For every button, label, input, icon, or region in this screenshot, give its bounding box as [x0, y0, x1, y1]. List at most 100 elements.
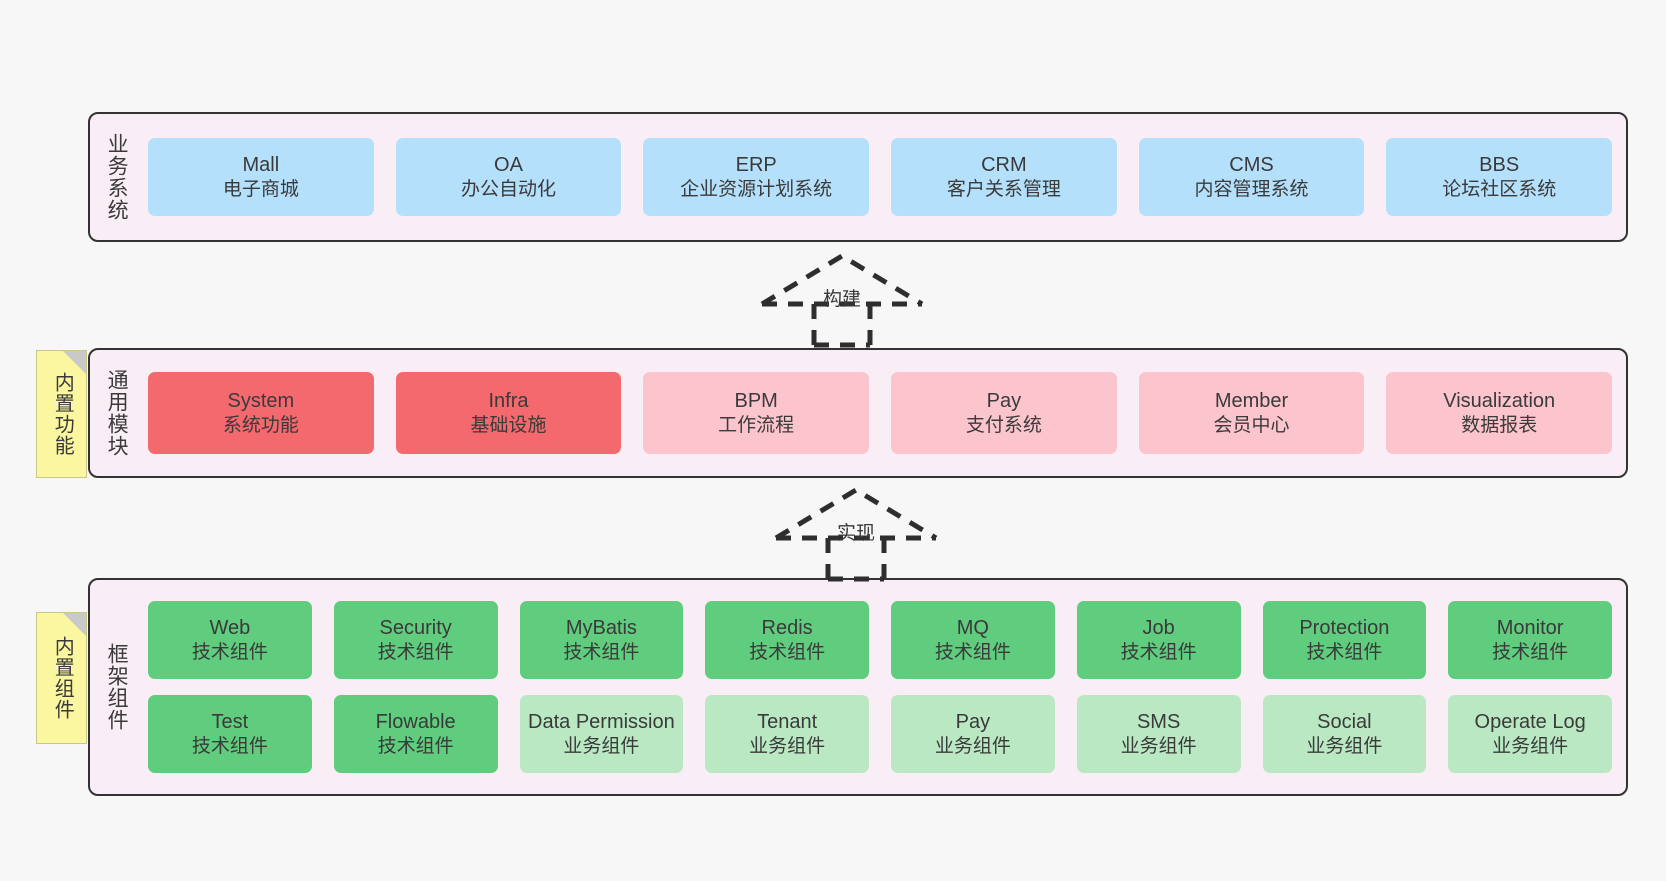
card-title-cn: 技术组件 [563, 641, 640, 663]
card-title-en: Web [209, 617, 251, 640]
card-title-en: Social [1317, 711, 1372, 734]
card-title-en: MQ [956, 617, 989, 640]
note-builtin-functions-label: 内置功能 [51, 372, 74, 456]
layer-framework-components-title: 框架组件 [105, 643, 129, 731]
card-title-cn: 工作流程 [718, 414, 795, 436]
card-title-en: Infra [488, 390, 529, 413]
card-title-cn: 论坛社区系统 [1442, 178, 1557, 200]
card-title-cn: 业务组件 [563, 735, 640, 757]
card-title-en: BPM [734, 390, 778, 413]
card-title-cn: 会员中心 [1213, 414, 1290, 436]
card-title-cn: 技术组件 [1120, 641, 1197, 663]
card-title-en: Operate Log [1474, 711, 1586, 734]
card-title-cn: 技术组件 [1492, 641, 1569, 663]
card-title-cn: 技术组件 [377, 735, 454, 757]
layer-business-system-title: 业务系统 [105, 133, 129, 221]
card-title-en: Job [1142, 617, 1175, 640]
card-title-cn: 技术组件 [377, 641, 454, 663]
card-title-cn: 业务组件 [1492, 735, 1569, 757]
card-title-cn: 业务组件 [749, 735, 826, 757]
card-title-cn: 业务组件 [1306, 735, 1383, 757]
note-builtin-functions: 内置功能 [36, 350, 87, 478]
card-title-en: CRM [981, 154, 1027, 177]
card-title-cn: 技术组件 [749, 641, 826, 663]
card-title-en: Flowable [375, 711, 456, 734]
card-title-cn: 企业资源计划系统 [680, 178, 833, 200]
connector-build: 构建 [752, 248, 932, 348]
card-title-cn: 技术组件 [934, 641, 1011, 663]
card-title-en: Redis [761, 617, 813, 640]
card-title-cn: 技术组件 [1306, 641, 1383, 663]
card-title-cn: 电子商城 [222, 178, 299, 200]
layer-common-modules-title: 通用模块 [105, 369, 129, 457]
connector-build-label: 构建 [823, 289, 862, 310]
card-title-cn: 业务组件 [1120, 735, 1197, 757]
card-title-cn: 技术组件 [191, 641, 268, 663]
card-title-cn: 业务组件 [934, 735, 1011, 757]
card-title-en: Member [1214, 390, 1289, 413]
card-title-en: Data Permission [528, 711, 675, 734]
card-title-cn: 系统功能 [222, 414, 299, 436]
card-title-cn: 数据报表 [1461, 414, 1538, 436]
card-title-en: Pay [955, 711, 991, 734]
card-title-en: OA [494, 154, 523, 177]
card-title-cn: 内容管理系统 [1194, 178, 1309, 200]
connector-implement: 实现 [766, 482, 946, 582]
card-title-en: Security [379, 617, 452, 640]
card-title-cn: 办公自动化 [461, 178, 557, 200]
card-title-en: System [227, 390, 295, 413]
card-title-cn: 支付系统 [965, 414, 1042, 436]
note-builtin-components: 内置组件 [36, 612, 87, 744]
card-title-en: Protection [1299, 617, 1390, 640]
card-title-cn: 技术组件 [191, 735, 268, 757]
card-title-en: Tenant [757, 711, 818, 734]
card-title-en: Pay [986, 390, 1022, 413]
connector-implement-label: 实现 [837, 523, 876, 544]
card-title-en: BBS [1479, 154, 1520, 177]
card-title-en: MyBatis [565, 617, 637, 640]
card-title-en: Mall [242, 154, 280, 177]
card-title-cn: 基础设施 [470, 414, 547, 436]
card-title-en: Monitor [1496, 617, 1564, 640]
card-title-en: SMS [1136, 711, 1181, 734]
card-title-en: CMS [1229, 154, 1274, 177]
